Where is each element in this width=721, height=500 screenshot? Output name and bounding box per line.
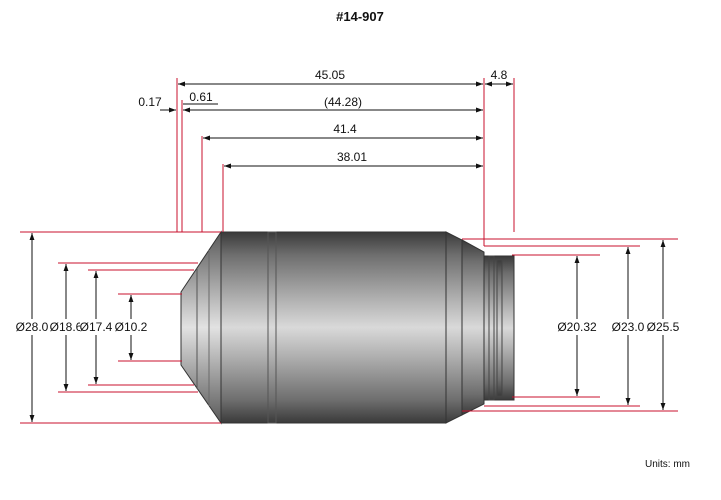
dim-label-d25-5: Ø25.5 bbox=[647, 320, 680, 334]
lens-front-taper bbox=[180, 230, 222, 425]
length-dimension-labels: 45.05 4.8 0.17 0.61 (44.28) 41.4 38.01 bbox=[138, 68, 507, 164]
lens-mount-ring-1 bbox=[488, 255, 495, 401]
lens-body bbox=[180, 230, 515, 425]
dim-label-d18-6: Ø18.6 bbox=[50, 320, 83, 334]
dim-label-0-17: 0.17 bbox=[138, 95, 162, 109]
drawing-title: #14-907 bbox=[336, 9, 384, 24]
dim-label-0-61: 0.61 bbox=[189, 90, 213, 104]
lens-rear-step bbox=[445, 231, 463, 424]
lens-rear-shoulder bbox=[461, 239, 485, 416]
dim-label-45-05: 45.05 bbox=[315, 68, 345, 82]
diameter-dimension-labels: Ø28.0 Ø18.6 Ø17.4 Ø10.2 Ø20.32 Ø23.0 Ø25… bbox=[16, 319, 680, 335]
lens-mount-ring-2 bbox=[496, 259, 503, 397]
lens-barrel bbox=[220, 231, 447, 424]
units-label: Units: mm bbox=[645, 459, 690, 470]
dim-label-d20-32: Ø20.32 bbox=[557, 320, 597, 334]
dim-label-4-8: 4.8 bbox=[491, 68, 508, 82]
dim-label-d10-2: Ø10.2 bbox=[115, 320, 148, 334]
dim-label-d28: Ø28.0 bbox=[16, 320, 49, 334]
dim-label-44-28: (44.28) bbox=[324, 95, 362, 109]
extension-lines bbox=[20, 78, 678, 424]
dim-label-d23: Ø23.0 bbox=[612, 320, 645, 334]
dim-label-d17-4: Ø17.4 bbox=[80, 320, 113, 334]
lens-barrel-groove bbox=[267, 231, 277, 424]
dim-label-41-4: 41.4 bbox=[333, 122, 357, 136]
dim-label-38-01: 38.01 bbox=[337, 150, 367, 164]
length-dimension-lines bbox=[160, 81, 513, 169]
